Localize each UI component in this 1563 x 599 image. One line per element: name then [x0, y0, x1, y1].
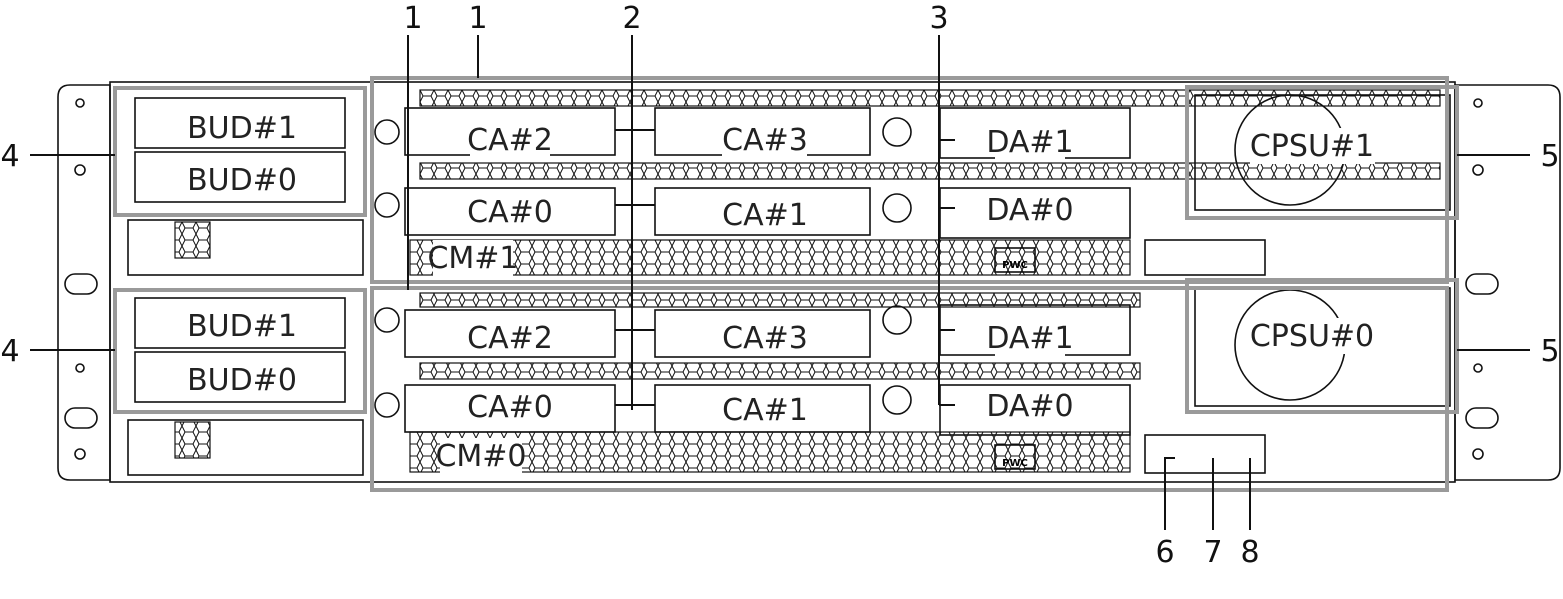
callout-6: 6: [1155, 535, 1174, 570]
ca0-label: CA#0: [467, 390, 553, 425]
ca1-label: CA#1: [722, 198, 808, 233]
callout-3: 3: [929, 1, 948, 36]
ca3-label: CA#3: [722, 321, 808, 356]
cpsu1-label: CPSU#1: [1250, 129, 1374, 164]
da0-label: DA#0: [986, 193, 1073, 228]
callout-2: 2: [622, 1, 641, 36]
cm1-label: CM#1: [427, 241, 518, 276]
cm1-labels: CA#2 CA#3 CA#0 CA#1 DA#1 DA#0 CM#1 PWC: [427, 120, 1074, 276]
bud0-label: BUD#0: [187, 163, 297, 198]
psu-labels: CPSU#1 CPSU#0: [1250, 128, 1375, 354]
cm0-highlight: [370, 286, 1449, 492]
controller-module-cm1: [374, 89, 1441, 276]
da1-label: DA#1: [986, 321, 1073, 356]
callout-1a: 1: [403, 1, 422, 36]
ca1-label: CA#1: [722, 393, 808, 428]
ca2-label: CA#2: [467, 321, 553, 356]
callout-8: 8: [1240, 535, 1259, 570]
cm0-labels: CA#2 CA#3 CA#0 CA#1 DA#1 DA#0 CM#0 PWC: [435, 318, 1074, 474]
bud-labels: BUD#1 BUD#0 BUD#1 BUD#0: [134, 97, 346, 403]
pwc-label: PWC: [1002, 458, 1028, 469]
leader-lines: [30, 35, 1530, 530]
callout-4a: 4: [0, 139, 19, 174]
pwc-label: PWC: [1002, 260, 1028, 271]
bud1-label: BUD#1: [187, 309, 297, 344]
cpsu1-highlight: [1185, 85, 1459, 220]
bud0-label: BUD#0: [187, 363, 297, 398]
da1-label: DA#1: [986, 125, 1073, 160]
cm0-label: CM#0: [435, 439, 526, 474]
cpsu0-label: CPSU#0: [1250, 319, 1374, 354]
callout-7: 7: [1203, 535, 1222, 570]
bud1-label: BUD#1: [187, 111, 297, 146]
callout-5a: 5: [1540, 139, 1559, 174]
ca0-label: CA#0: [467, 195, 553, 230]
callout-5b: 5: [1540, 334, 1559, 369]
callout-4b: 4: [0, 334, 19, 369]
bud-upper-highlight: [113, 86, 367, 217]
cm1-highlight: [370, 76, 1449, 284]
da0-label: DA#0: [986, 389, 1073, 424]
callout-1b: 1: [468, 1, 487, 36]
ca2-label: CA#2: [467, 123, 553, 158]
cpsu0-highlight: [1185, 278, 1459, 414]
ca3-label: CA#3: [722, 123, 808, 158]
callout-numbers: 1 1 2 3 4 4 5 5 6 7 8: [0, 1, 1559, 570]
